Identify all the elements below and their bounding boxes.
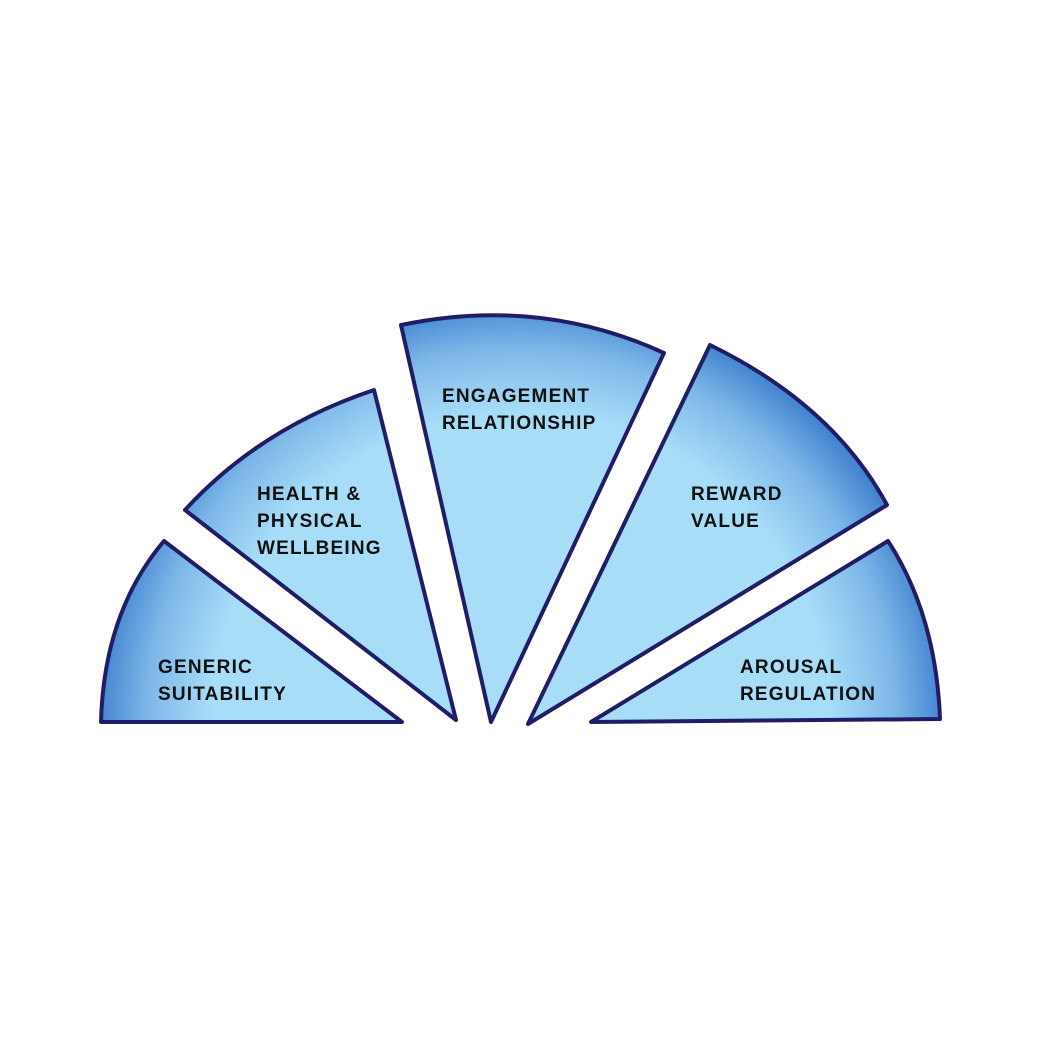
label-line: REWARD bbox=[691, 484, 783, 505]
label-line: GENERIC bbox=[158, 657, 253, 678]
label-line: HEALTH & bbox=[257, 484, 361, 505]
segment-health-physical-wellbeing bbox=[183, 388, 458, 722]
segment-label-health-physical-wellbeing: HEALTH & PHYSICAL WELLBEING bbox=[257, 484, 382, 559]
segment-label-reward-value: REWARD VALUE bbox=[691, 484, 789, 532]
label-line: PHYSICAL bbox=[257, 511, 362, 532]
segment-label-generic-suitability: GENERIC SUITABILITY bbox=[158, 657, 287, 705]
label-line: RELATIONSHIP bbox=[442, 413, 596, 434]
label-line: SUITABILITY bbox=[158, 684, 287, 705]
segment-label-arousal-regulation: AROUSAL REGULATION bbox=[740, 657, 876, 705]
label-line: ENGAGEMENT bbox=[442, 386, 590, 407]
segment-label-engagement-relationship: ENGAGEMENT RELATIONSHIP bbox=[442, 386, 597, 434]
label-line: VALUE bbox=[691, 511, 760, 532]
label-line: WELLBEING bbox=[257, 538, 382, 559]
segment-engagement-relationship bbox=[399, 313, 666, 724]
label-line: AROUSAL bbox=[740, 657, 842, 678]
label-line: REGULATION bbox=[740, 684, 876, 705]
segment-reward-value bbox=[526, 343, 889, 726]
segment-arousal-regulation bbox=[589, 539, 942, 724]
segment-generic-suitability bbox=[99, 539, 404, 724]
